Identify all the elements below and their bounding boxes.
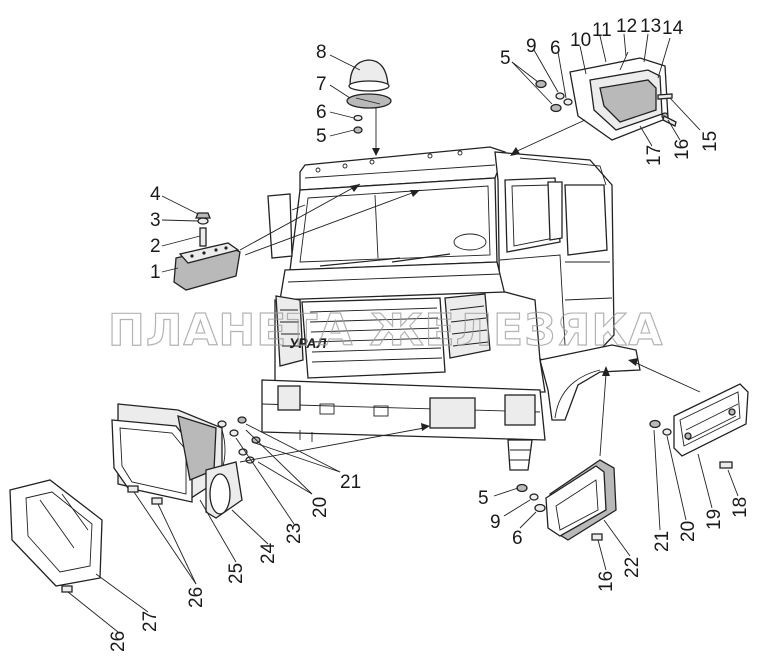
callout-9: 9 (490, 512, 501, 533)
callout-leaders (67, 33, 739, 633)
callout-2: 2 (150, 236, 161, 257)
callout-26: 26 (186, 587, 207, 608)
headlight-assembly (111, 403, 430, 519)
callout-22: 22 (622, 557, 643, 578)
truck-cab: УРАЛ (261, 146, 641, 471)
callout-24: 24 (258, 542, 279, 564)
callout-16: 16 (596, 571, 617, 592)
callout-26: 26 (108, 631, 129, 652)
callout-17: 17 (644, 145, 665, 166)
callout-6: 6 (550, 38, 561, 59)
callout-14: 14 (662, 18, 684, 39)
callout-8: 8 (316, 42, 327, 63)
callout-5: 5 (478, 488, 489, 509)
watermark-text: ПЛАНЕТА ЖЕЛЕЗЯКА (108, 305, 663, 356)
callout-23: 23 (284, 523, 305, 544)
roof-lamp-left-assembly (173, 183, 421, 291)
callout-21: 21 (652, 531, 673, 552)
callout-20: 20 (678, 521, 699, 542)
beacon-lamp-assembly (346, 59, 392, 156)
callout-18: 18 (730, 497, 751, 518)
callout-3: 3 (150, 210, 161, 231)
callout-20: 20 (310, 497, 331, 518)
callout-19: 19 (704, 509, 725, 530)
callout-4: 4 (150, 184, 161, 205)
headlight-frame (9, 479, 103, 593)
top-right-lamp-assembly (510, 51, 677, 156)
callout-7: 7 (316, 74, 327, 95)
callout-25: 25 (226, 563, 247, 584)
callout-15: 15 (700, 131, 721, 152)
callout-27: 27 (140, 611, 161, 632)
grille-badge: УРАЛ (289, 335, 328, 351)
callout-5: 5 (316, 126, 327, 147)
callout-11: 11 (592, 20, 612, 41)
callout-16: 16 (672, 139, 693, 160)
side-marker-assembly (628, 358, 749, 469)
callout-5: 5 (500, 48, 511, 69)
callout-21: 21 (340, 472, 361, 493)
callout-numbers: 8 7 6 5 4 3 2 1 5 9 6 10 11 12 13 14 15 … (108, 16, 751, 652)
turn-indicator-assembly (516, 366, 617, 541)
callout-12: 12 (616, 16, 637, 37)
callout-10: 10 (570, 30, 591, 51)
callout-6: 6 (512, 528, 523, 549)
callout-9: 9 (526, 36, 537, 57)
callout-1: 1 (150, 262, 161, 283)
callout-13: 13 (640, 16, 661, 37)
callout-6: 6 (316, 102, 327, 123)
